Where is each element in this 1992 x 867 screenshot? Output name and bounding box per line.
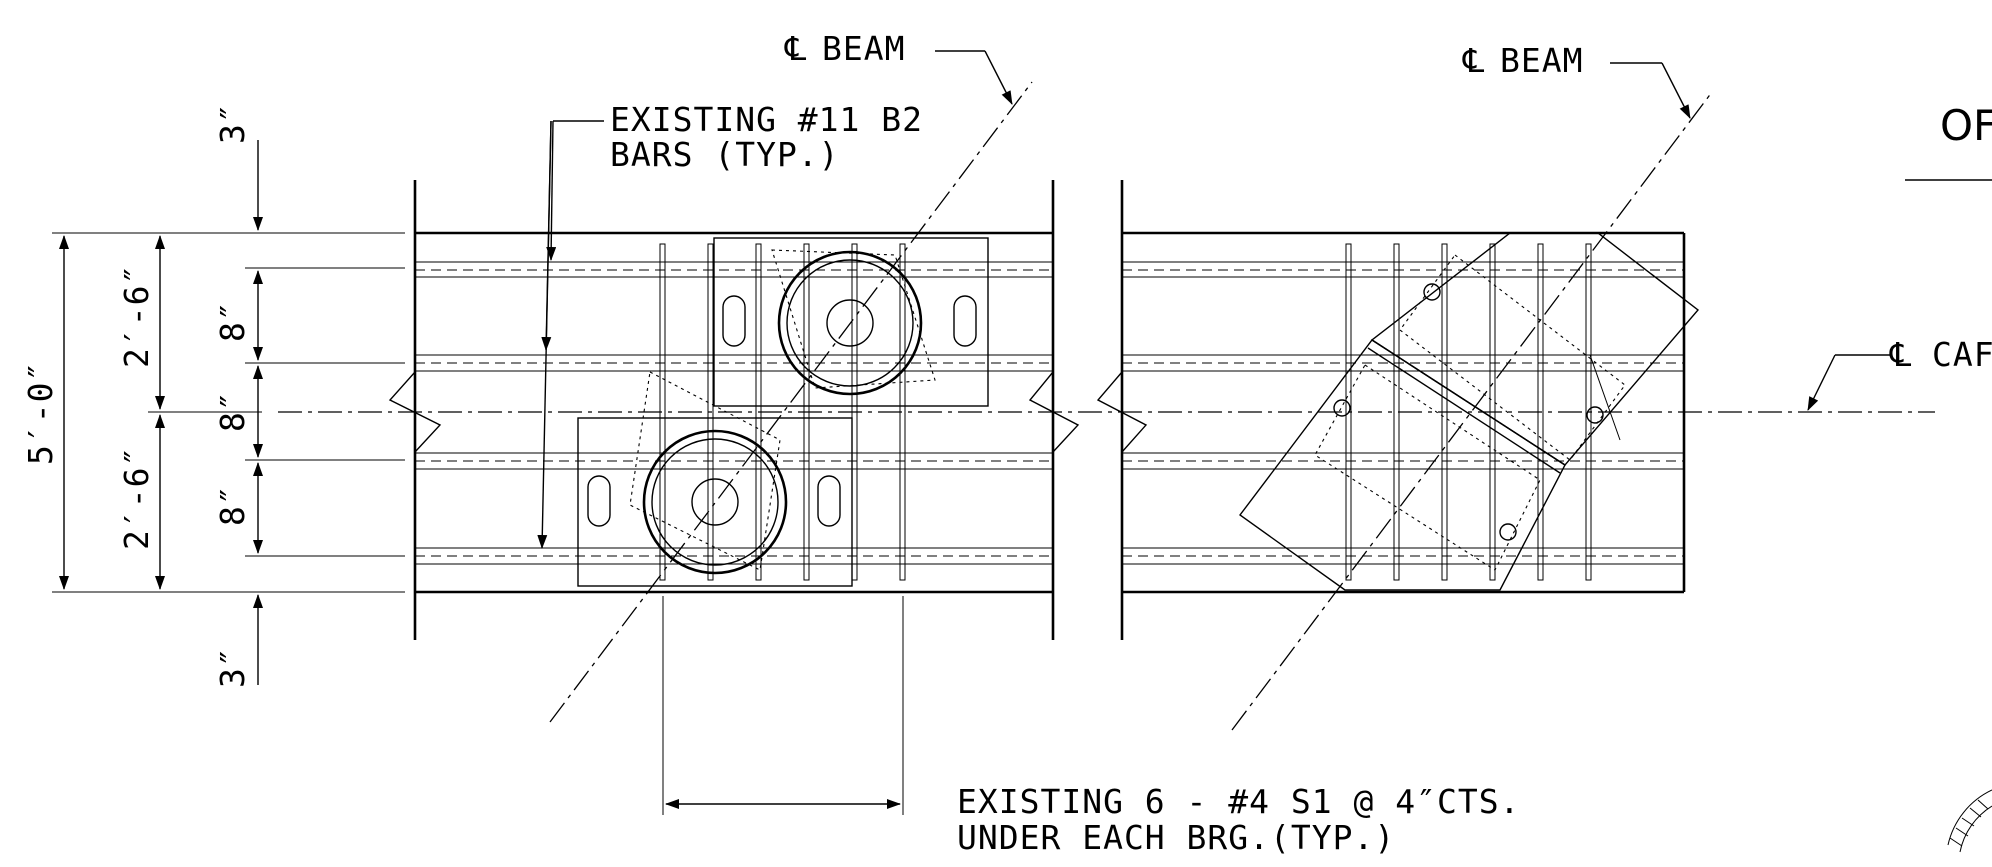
left-cap-segment [388,81,1080,815]
drawing-labels: ℄ BEAM ℄ BEAM EXISTING #11 B2 BARS (TYP.… [21,29,1992,857]
dim-half-lower: 2′-6″ [117,446,156,550]
b2-label-line2: BARS (TYP.) [610,135,840,174]
seal-fragment [1947,789,1992,853]
s1-label-line2: UNDER EACH BRG.(TYP.) [957,818,1395,857]
cap-label: CAF [1932,335,1992,374]
dim-overall: 5′-0″ [21,361,60,465]
dim-spacing-top: 8″ [213,300,252,342]
bearing-pad-upper [713,237,989,407]
beam-centerline-left [549,81,1033,723]
beam-label-right: BEAM [1500,41,1583,80]
beam-label-left: BEAM [822,29,905,68]
cl-symbol-right: ℄ [1462,41,1485,80]
b2-label-line1: EXISTING #11 B2 [610,100,923,139]
dim-spacing-bottom: 8″ [213,484,252,526]
beam-centerline-right [1231,91,1713,731]
bearing-pad-lower [577,371,853,587]
vertical-dimensions [52,140,405,685]
dim-bottom-cover: 3″ [213,646,252,688]
skewed-bearing-pads [1239,232,1700,591]
right-cap-segment [1096,91,1713,731]
beam-leaders [935,50,1691,119]
dim-spacing-mid: 8″ [213,390,252,432]
b2-bars-leader [537,120,604,549]
cl-symbol-left: ℄ [784,29,807,68]
cl-symbol-cap: ℄ [1889,335,1912,374]
dim-top-cover: 3″ [213,102,252,144]
dim-half-upper: 2′-6″ [117,264,156,368]
s1-label-line1: EXISTING 6 - #4 S1 @ 4″CTS. [957,782,1520,821]
corner-label: OF [1940,101,1992,150]
